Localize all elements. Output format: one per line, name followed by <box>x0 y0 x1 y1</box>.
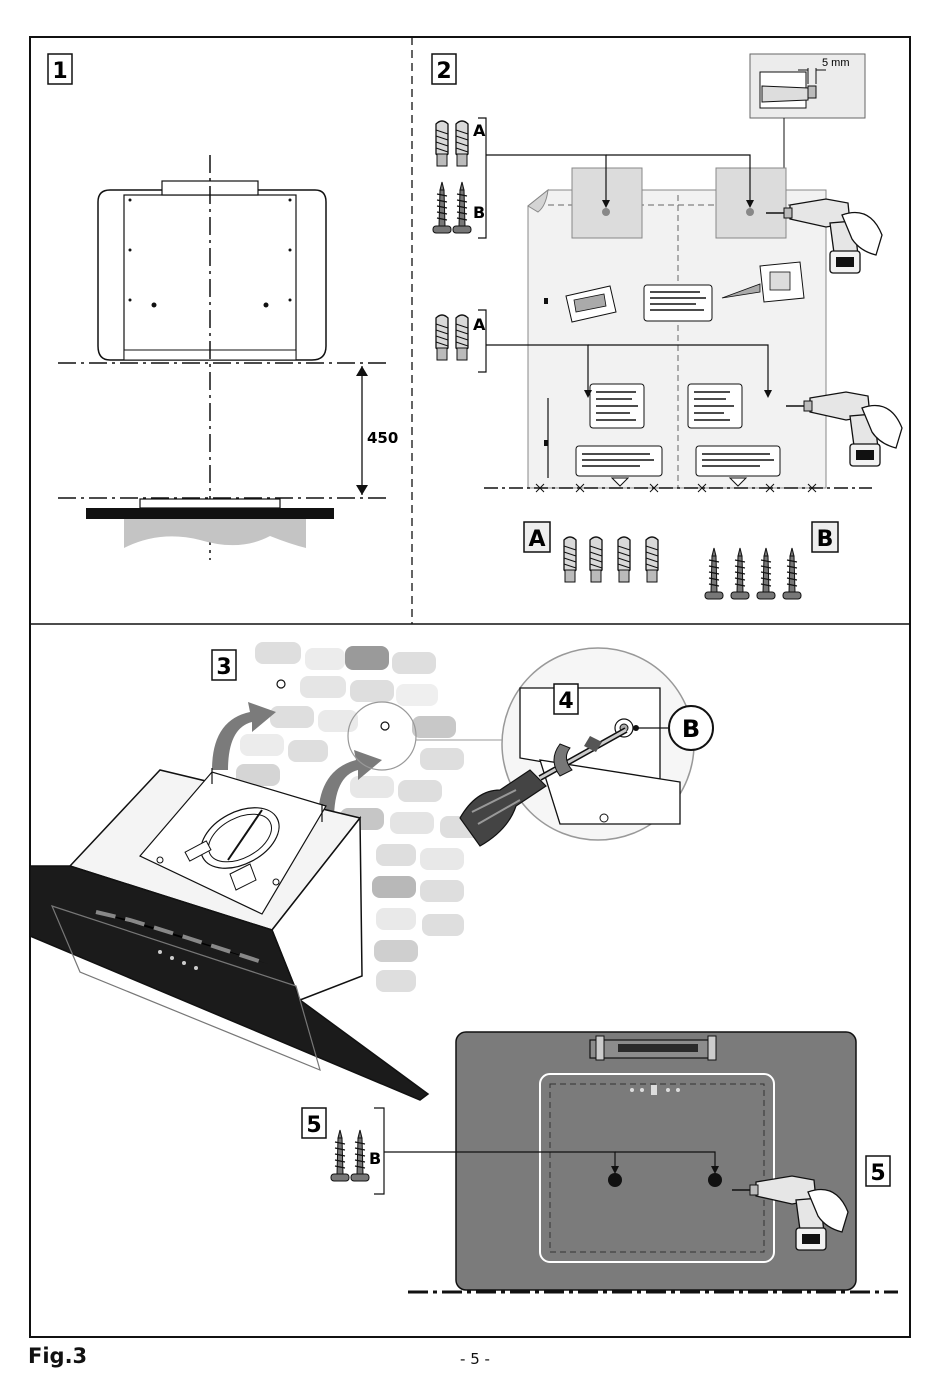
plug-label-a-lower: A <box>473 315 486 334</box>
panel-3-5: 3 4 B <box>30 642 898 1292</box>
screw-label-b-big: B <box>817 527 834 552</box>
gap-dimension: 5 mm <box>822 57 850 69</box>
step-1-label: 1 <box>52 59 67 84</box>
page-number: - 5 - <box>0 1350 950 1368</box>
height-dimension: 450 <box>367 429 398 447</box>
panel-1: 1 450 <box>48 54 398 560</box>
step-2-label: 2 <box>436 59 451 84</box>
screw-callout-b: B <box>682 715 700 743</box>
step-3-label: 3 <box>216 655 231 680</box>
panel-2: 2 5 mm A B <box>432 54 902 599</box>
step-5-label-right: 5 <box>870 1161 885 1186</box>
plug-label-a-big: A <box>528 527 545 552</box>
plug-label-a: A <box>473 121 486 140</box>
step-4-label: 4 <box>558 689 573 714</box>
screw-label-b-step5: B <box>369 1149 381 1168</box>
step-5-label-left: 5 <box>306 1113 321 1138</box>
screw-label-b: B <box>473 203 485 222</box>
